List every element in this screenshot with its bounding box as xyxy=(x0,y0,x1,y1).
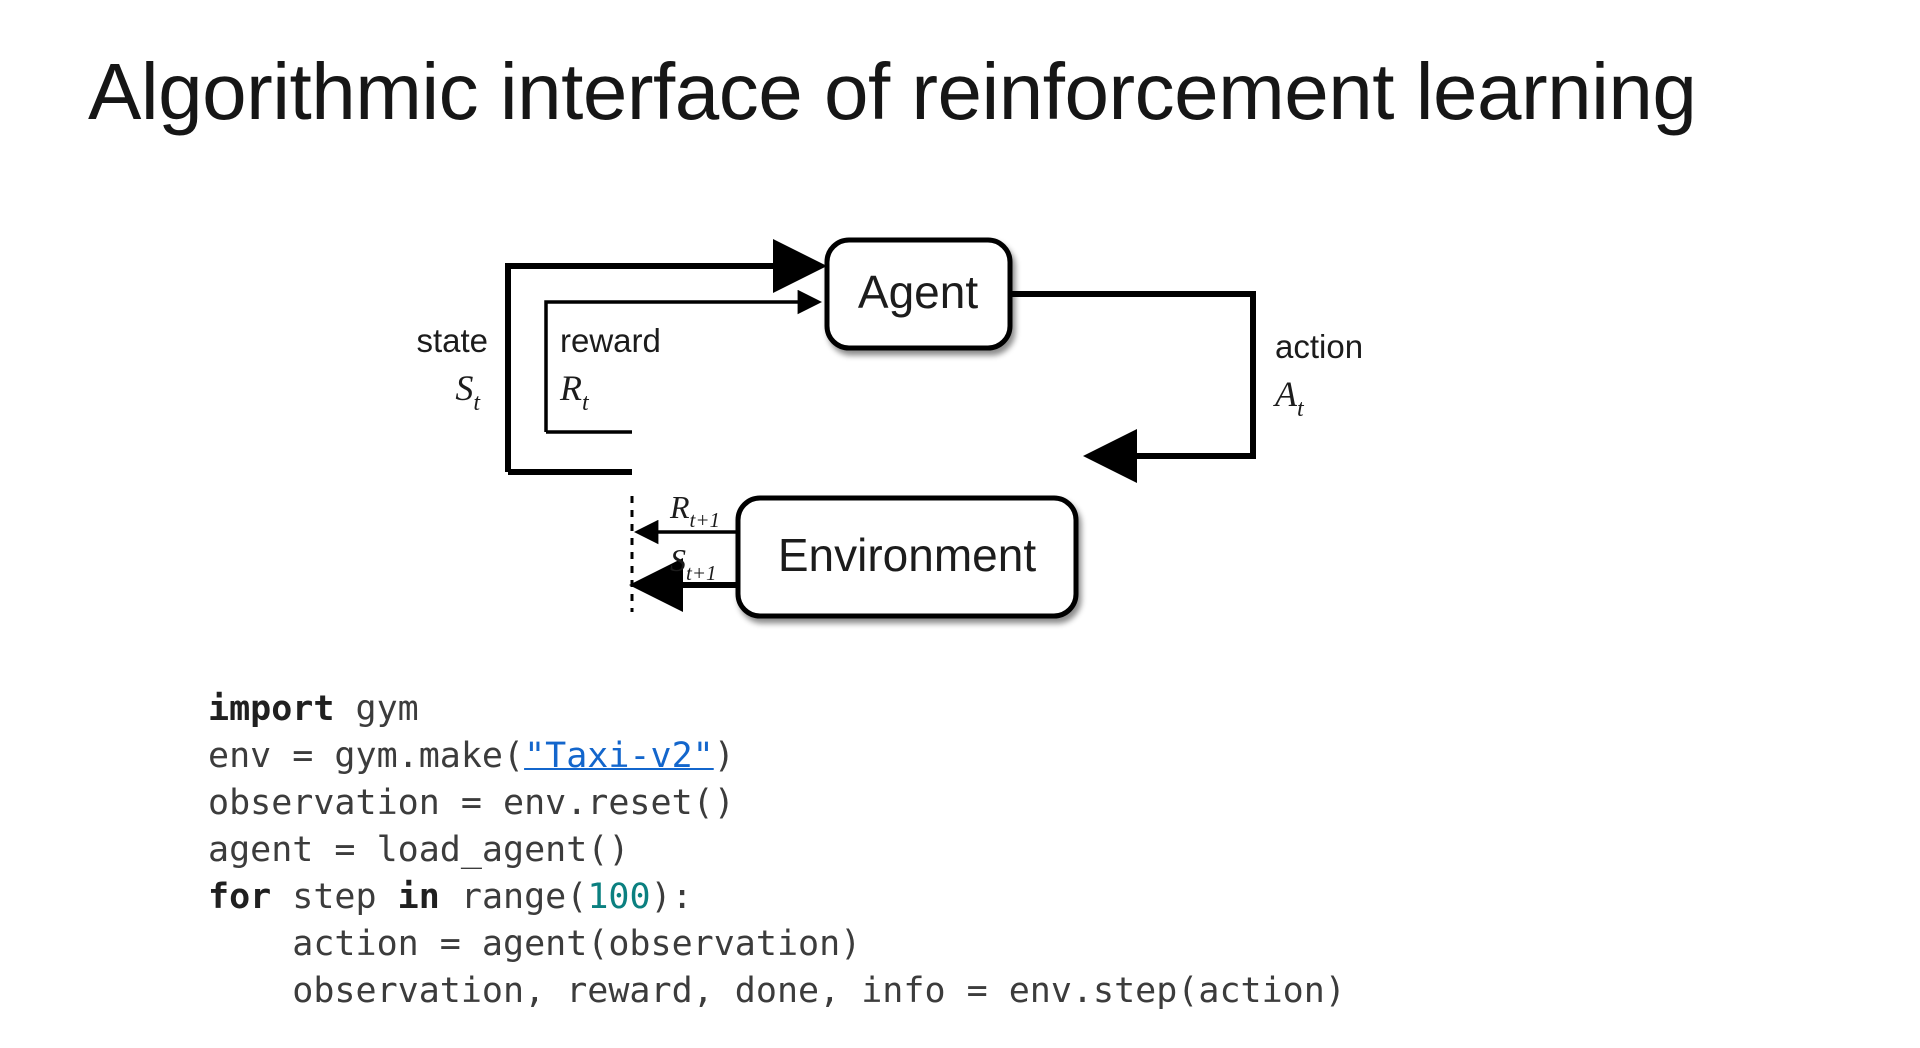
reward-edge xyxy=(544,289,823,434)
state-label: state xyxy=(416,322,488,359)
page-title: Algorithmic interface of reinforcement l… xyxy=(88,47,1697,136)
action-symbol: At xyxy=(1273,374,1305,422)
code-line: for step in range(100): xyxy=(208,874,1346,921)
action-edge xyxy=(1010,291,1256,483)
reward-label-group: reward Rt xyxy=(559,322,661,416)
state-label-group: state St xyxy=(416,322,488,416)
state-symbol: St xyxy=(455,368,481,416)
agent-label: Agent xyxy=(858,266,978,318)
action-label: action xyxy=(1275,328,1363,365)
rl-loop-diagram: Agent Environment state St xyxy=(380,200,1500,640)
code-line: action = agent(observation) xyxy=(208,921,1346,968)
code-token-keyword: in xyxy=(397,877,440,917)
code-token-number: 100 xyxy=(587,877,651,917)
code-line: import gym xyxy=(208,686,1346,733)
code-line: observation = env.reset() xyxy=(208,780,1346,827)
code-token-plain: observation, reward, done, info = env.st… xyxy=(208,971,1346,1011)
code-token-plain: range( xyxy=(439,877,588,917)
code-line: agent = load_agent() xyxy=(208,827,1346,874)
environment-node: Environment xyxy=(735,495,1079,619)
code-line: observation, reward, done, info = env.st… xyxy=(208,968,1346,1015)
code-line: env = gym.make("Taxi-v2") xyxy=(208,733,1346,780)
code-token-plain: step xyxy=(271,877,398,917)
environment-label: Environment xyxy=(778,529,1036,581)
state-edge xyxy=(505,239,827,475)
code-token-plain: env = gym.make( xyxy=(208,736,525,776)
action-label-group: action At xyxy=(1273,328,1363,422)
next-state-label-group: St+1 xyxy=(670,542,717,585)
code-token-plain: gym xyxy=(334,689,419,729)
reward-symbol: Rt xyxy=(559,368,590,416)
code-token-plain: ): xyxy=(650,877,693,917)
code-token-keyword: for xyxy=(208,877,272,917)
code-token-plain: action = agent(observation) xyxy=(208,924,862,964)
code-token-plain: agent = load_agent() xyxy=(208,830,630,870)
code-token-keyword: import xyxy=(208,689,335,729)
code-token-link[interactable]: "Taxi-v2" xyxy=(524,736,714,776)
code-token-plain: observation = env.reset() xyxy=(208,783,735,823)
next-state-symbol: St+1 xyxy=(670,542,717,585)
next-reward-symbol: Rt+1 xyxy=(669,489,720,532)
agent-node: Agent xyxy=(824,237,1013,351)
next-reward-label-group: Rt+1 xyxy=(669,489,720,532)
reward-label: reward xyxy=(560,322,661,359)
code-token-plain: ) xyxy=(713,736,735,776)
